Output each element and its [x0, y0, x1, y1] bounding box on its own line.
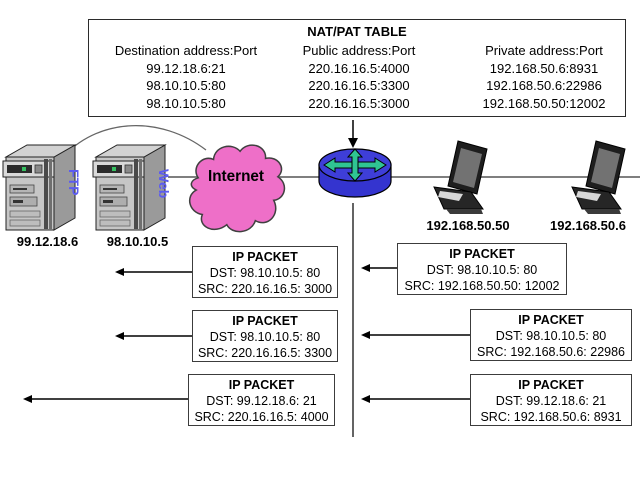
packet-src: SRC: 220.16.16.5: 3000 [197, 282, 333, 296]
router-icon [318, 148, 392, 198]
web-server-icon: Web [92, 144, 172, 231]
nat-cell: 98.10.10.5:80 [146, 78, 226, 93]
packet-arrow-left-2 [115, 332, 192, 340]
packet-arrow-left-3 [23, 395, 188, 403]
nat-column-private: Private address:Port 192.168.50.6:8931 1… [444, 42, 640, 112]
nat-column-public: Public address:Port 220.16.16.5:4000 220… [274, 42, 444, 112]
packet-arrow-right-2 [361, 331, 470, 339]
ftp-to-internet-link [65, 125, 207, 155]
packet-title: IP PACKET [232, 250, 298, 264]
nat-column-header: Destination address:Port [114, 43, 258, 58]
packet-src: SRC: 192.168.50.6: 22986 [476, 345, 626, 359]
nat-cell: 192.168.50.6:8931 [489, 60, 599, 76]
packet-src: SRC: 192.168.50.50: 12002 [404, 279, 560, 293]
internet-cloud: Internet [188, 144, 286, 233]
packet-arrow-left-1 [115, 268, 192, 276]
web-server-label: Web [156, 169, 172, 198]
cloud-shape [188, 144, 286, 233]
packet-src: SRC: 220.16.16.5: 3300 [197, 346, 333, 360]
internet-label: Internet [208, 168, 264, 185]
packet-title: IP PACKET [232, 314, 298, 328]
table-to-router-arrowhead [348, 138, 358, 148]
laptop-icon [571, 140, 626, 214]
packet-title: IP PACKET [449, 247, 515, 261]
nat-cell: 192.168.50.50:12002 [482, 95, 606, 111]
packet-right-3: IP PACKET DST: 99.12.18.6: 21 SRC: 192.1… [470, 374, 632, 426]
nat-column-header: Public address:Port [302, 43, 416, 58]
nat-table-title: NAT/PAT TABLE [307, 24, 407, 39]
packet-arrow-right-3 [361, 395, 470, 403]
nat-column-destination: Destination address:Port 99.12.18.6:21 9… [89, 42, 283, 112]
ftp-server-icon: FTP [2, 144, 82, 231]
packet-right-2: IP PACKET DST: 98.10.10.5: 80 SRC: 192.1… [470, 309, 632, 361]
packet-dst: DST: 99.12.18.6: 21 [206, 394, 317, 408]
packet-title: IP PACKET [518, 378, 584, 392]
packet-arrow-right-1 [361, 264, 397, 272]
nat-cell: 220.16.16.5:3000 [308, 95, 410, 111]
packet-dst: DST: 98.10.10.5: 80 [209, 266, 321, 280]
router-arrows-vertical [346, 148, 364, 182]
packet-dst: DST: 98.10.10.5: 80 [426, 263, 538, 277]
ftp-server-ip: 99.12.18.6 [16, 234, 79, 249]
nat-cell: 99.12.18.6:21 [146, 60, 226, 76]
nat-cell: 220.16.16.5:4000 [308, 60, 410, 76]
packet-title: IP PACKET [518, 313, 584, 327]
packet-left-2: IP PACKET DST: 98.10.10.5: 80 SRC: 220.1… [192, 310, 338, 362]
laptop-outer-ip: 192.168.50.6 [550, 218, 626, 233]
packet-dst: DST: 99.12.18.6: 21 [495, 394, 607, 408]
web-server-ip: 98.10.10.5 [106, 234, 169, 249]
nat-column-header: Private address:Port [485, 43, 603, 58]
nat-cell: 192.168.50.6:22986 [486, 78, 602, 93]
packet-src: SRC: 192.168.50.6: 8931 [480, 410, 622, 424]
laptop-icon [433, 140, 488, 214]
packet-dst: DST: 98.10.10.5: 80 [209, 330, 321, 344]
packet-left-1: IP PACKET DST: 98.10.10.5: 80 SRC: 220.1… [192, 246, 338, 298]
laptop-inner-ip: 192.168.50.50 [426, 218, 510, 233]
packet-dst: DST: 98.10.10.5: 80 [495, 329, 607, 343]
packet-src: SRC: 220.16.16.5: 4000 [194, 410, 329, 424]
nat-cell: 220.16.16.5:3300 [308, 78, 410, 93]
ftp-server-label: FTP [66, 169, 82, 195]
nat-pat-table: NAT/PAT TABLE Destination address:Port 9… [88, 19, 626, 117]
nat-cell: 98.10.10.5:80 [146, 95, 226, 111]
packet-title: IP PACKET [228, 378, 295, 392]
packet-right-1: IP PACKET DST: 98.10.10.5: 80 SRC: 192.1… [397, 243, 567, 295]
packet-left-3: IP PACKET DST: 99.12.18.6: 21 SRC: 220.1… [188, 374, 335, 426]
